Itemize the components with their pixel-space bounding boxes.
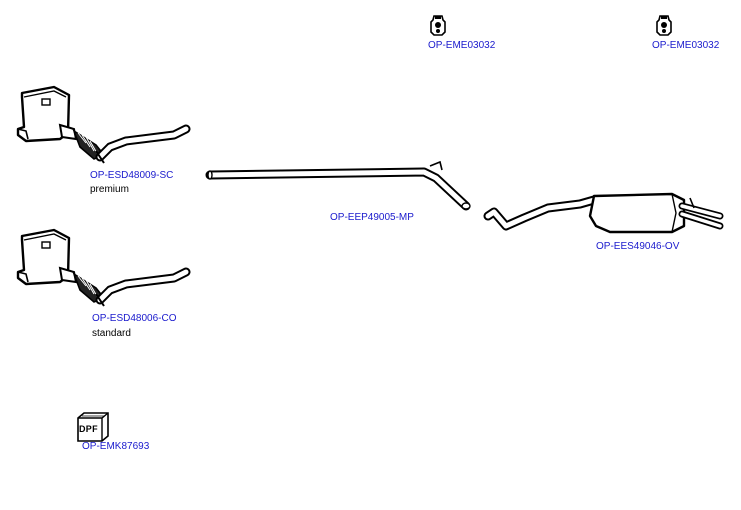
- mounting-kit-part-code[interactable]: OP-EMK87693: [82, 441, 150, 452]
- center-pipe-image[interactable]: [204, 160, 480, 216]
- hanger-2-part-code[interactable]: OP-EME03032: [652, 40, 720, 51]
- hanger-1-part-code[interactable]: OP-EME03032: [428, 40, 496, 51]
- dpf-premium-image[interactable]: [14, 85, 192, 170]
- dpf-standard-grade-label: standard: [92, 328, 131, 339]
- rear-silencer-image[interactable]: [483, 186, 730, 242]
- dpf-standard-part-code[interactable]: OP-ESD48006-CO: [92, 313, 177, 324]
- center-pipe-part-code[interactable]: OP-EEP49005-MP: [330, 212, 414, 223]
- rubber-hanger-2-image[interactable]: [654, 14, 674, 36]
- rear-silencer-part-code[interactable]: OP-EES49046-OV: [596, 241, 680, 252]
- dpf-premium-grade-label: premium: [90, 184, 129, 195]
- dpf-premium-part-code[interactable]: OP-ESD48009-SC: [90, 170, 174, 181]
- mounting-kit-box-label: DPF: [79, 424, 98, 434]
- dpf-standard-image[interactable]: [14, 228, 192, 313]
- mounting-kit-box-image[interactable]: DPF: [76, 412, 110, 442]
- rubber-hanger-1-image[interactable]: [428, 14, 448, 36]
